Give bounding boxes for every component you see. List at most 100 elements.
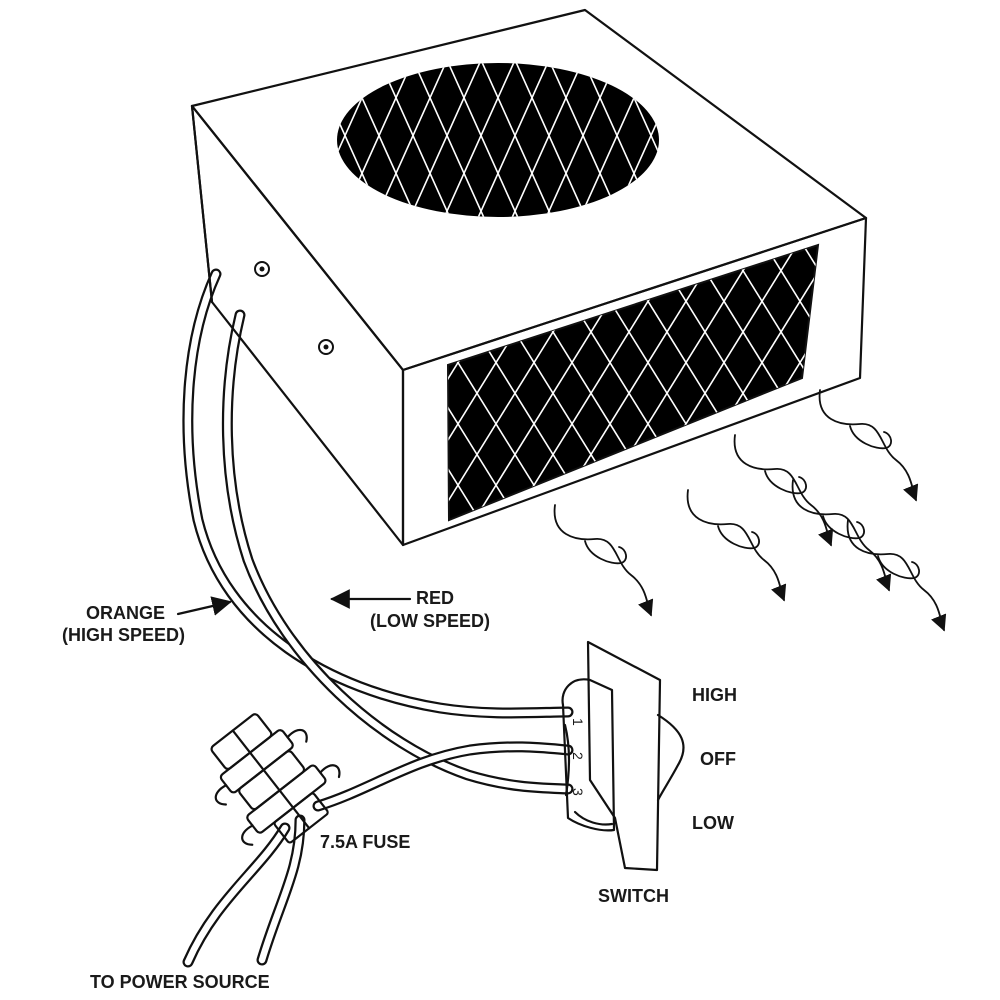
heater-box-icon (190, 8, 868, 547)
grille-wire (514, 63, 588, 217)
off-position-label: OFF (700, 749, 736, 769)
grille-wire (990, 240, 1000, 525)
grille-wire (715, 60, 787, 220)
grille-wire (1, 60, 73, 220)
power-source-label: TO POWER SOURCE (90, 972, 270, 992)
screw-icon (318, 339, 334, 355)
airflow-swirl (877, 555, 920, 580)
grille-wire (719, 60, 791, 220)
grille-wire (91, 240, 268, 525)
grille-wire (15, 240, 192, 525)
grille-wire (116, 240, 293, 525)
grille-wire (817, 60, 889, 220)
grille-wire (783, 60, 855, 220)
switch-label: SWITCH (598, 886, 669, 906)
grille-wire (448, 245, 484, 520)
fuse-label: 7.5A FUSE (320, 832, 410, 852)
grille-wire (442, 63, 516, 217)
terminal-1-label: 1 (570, 718, 586, 726)
inline-fuse-holder-icon (210, 713, 341, 846)
grille-wire (685, 245, 818, 520)
grille-wire (919, 60, 991, 220)
grille-wire (39, 60, 111, 220)
grille-wire (408, 63, 482, 217)
orange-leader-arrow (176, 596, 232, 616)
grille-wire (851, 240, 1000, 525)
grille-wire (957, 60, 1000, 220)
grille-wire (761, 245, 818, 520)
grille-wire (812, 245, 818, 520)
grille-wire (480, 63, 554, 217)
grille-wire (171, 60, 243, 220)
low-position-label: LOW (692, 813, 734, 833)
grille-wire (914, 240, 1000, 525)
grille-wire (753, 60, 825, 220)
grille-wire (821, 60, 893, 220)
grille-wire (107, 60, 179, 220)
grille-wire (787, 60, 859, 220)
grille-wire (103, 60, 175, 220)
grille-wire (681, 60, 753, 220)
grille-wire (0, 240, 116, 525)
grille-wire (239, 60, 311, 220)
grille-wire (952, 240, 1000, 525)
grille-wire (927, 240, 1000, 525)
grille-wire (987, 60, 1000, 220)
grille-wire (5, 60, 77, 220)
red-wire-sublabel: (LOW SPEED) (370, 611, 490, 631)
airflow-swirl (849, 425, 892, 450)
grille-wire (0, 240, 78, 525)
airflow-swirl (764, 470, 807, 495)
grille-wire (175, 60, 247, 220)
grille-wire (448, 245, 560, 520)
grille-wire (0, 60, 39, 220)
fan-grille-icon (0, 60, 1000, 220)
grille-wire (448, 245, 459, 520)
airflow-arrow-icon (733, 434, 834, 547)
fuse-to-switch-wire (312, 741, 574, 812)
orange-wire-label: ORANGE (86, 603, 165, 623)
grille-wire (885, 60, 957, 220)
grille-wire (0, 60, 5, 220)
grille-wire (230, 240, 407, 525)
grille-wire (876, 240, 1000, 525)
grille-wire (476, 63, 550, 217)
rocker-switch-icon: 1 2 3 (561, 640, 685, 872)
grille-wire (838, 240, 1000, 525)
grille-wire (35, 60, 107, 220)
screw-icon (254, 261, 270, 277)
grille-wire (965, 240, 1000, 525)
orange-wire-sublabel: (HIGH SPEED) (62, 625, 185, 645)
grille-wire (650, 63, 659, 217)
grille-wire (889, 240, 1000, 525)
grille-wire (889, 60, 961, 220)
grille-wire (412, 63, 486, 217)
grille-wire (0, 240, 154, 525)
grille-wire (991, 60, 1000, 220)
grille-wire (548, 63, 622, 217)
airflow-arrow-icon (818, 389, 919, 502)
grille-wire (73, 60, 145, 220)
airflow-arrow-icon (791, 479, 892, 592)
grille-wire (685, 60, 757, 220)
airflow-arrow-icon (846, 519, 947, 632)
grille-wire (953, 60, 1000, 220)
grille-wire (855, 60, 927, 220)
red-wire-label: RED (416, 588, 454, 608)
grille-wire (923, 60, 995, 220)
grille-wire (53, 240, 230, 525)
orange-high-speed-wire (182, 268, 574, 719)
airflow-arrows (553, 389, 947, 632)
airflow-swirl (717, 525, 760, 550)
terminal-3-label: 3 (570, 788, 586, 796)
grille-wire (510, 63, 584, 217)
airflow-arrow-icon (686, 489, 787, 602)
grille-wire (268, 240, 445, 525)
grille-wire (378, 63, 452, 217)
grille-wire (243, 240, 420, 525)
airflow-swirl (822, 515, 865, 540)
high-position-label: HIGH (692, 685, 737, 705)
grille-wire (192, 240, 369, 525)
terminal-2-label: 2 (570, 752, 586, 760)
